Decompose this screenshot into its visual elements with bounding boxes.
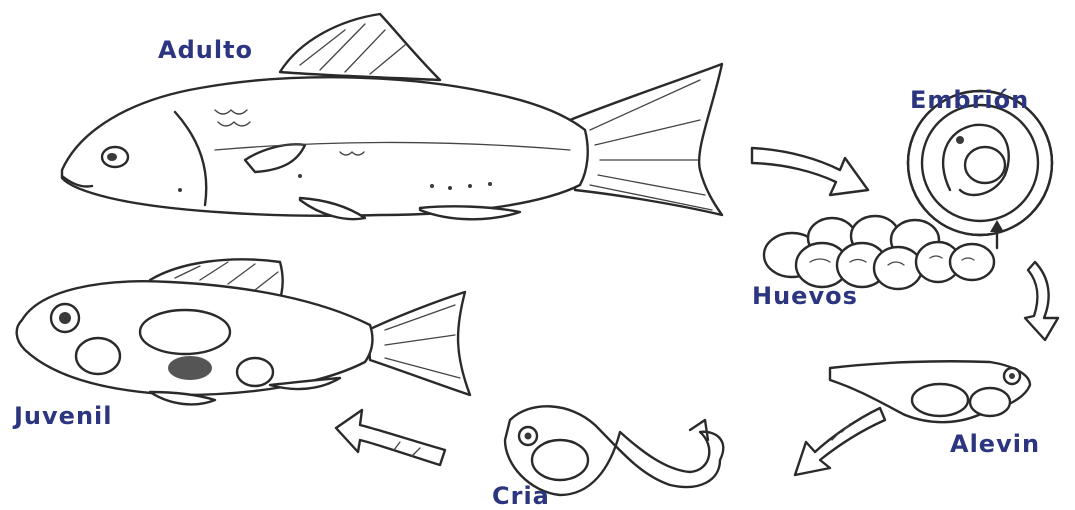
label-adult: Adulto bbox=[158, 36, 253, 64]
label-hatchling: Cria bbox=[492, 482, 550, 510]
juvenile-fish-illustration bbox=[17, 259, 470, 404]
label-eggs: Huevos bbox=[752, 282, 858, 310]
label-embryo: Embrión bbox=[910, 86, 1029, 114]
label-juvenile: Juvenil bbox=[14, 402, 112, 430]
fry-alevin-illustration bbox=[830, 361, 1030, 422]
arrow-fry-to-hatchling bbox=[795, 408, 885, 475]
arrow-adult-to-eggs bbox=[752, 148, 868, 195]
eggs-illustration bbox=[764, 216, 994, 289]
arrow-eggs-to-fry bbox=[1025, 262, 1058, 340]
arrow-hatchling-to-juvenile bbox=[336, 410, 445, 465]
label-fry: Alevin bbox=[950, 430, 1040, 458]
